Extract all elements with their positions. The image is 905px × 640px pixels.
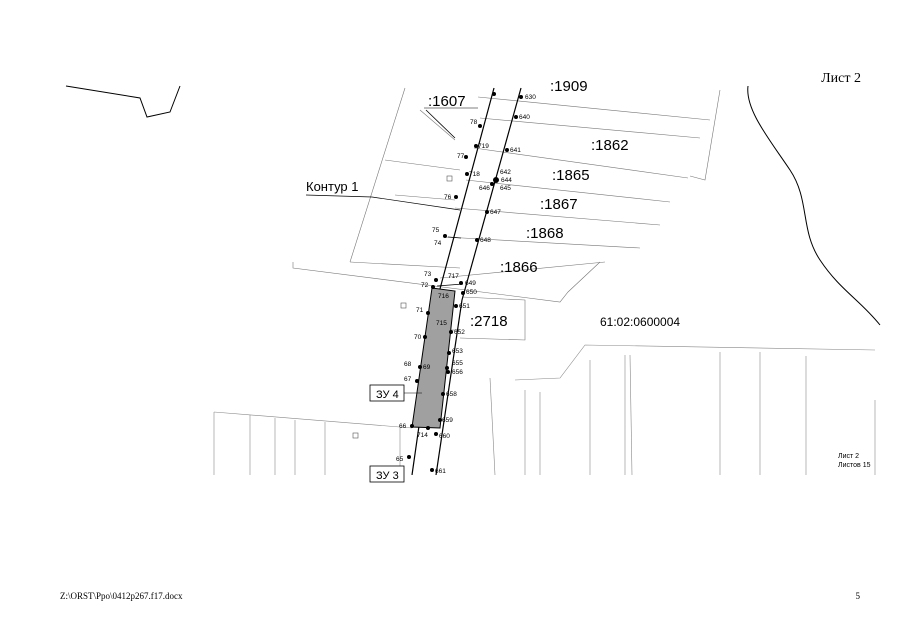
point-label: 660 — [439, 433, 450, 440]
point-label: 716 — [438, 293, 449, 300]
parcel-label: :1909 — [550, 78, 588, 95]
point-label: 651 — [459, 303, 470, 310]
point-label: 645 — [500, 185, 511, 192]
plot-label-zu4: ЗУ 4 — [376, 389, 399, 401]
footer-page-number: 5 — [855, 591, 861, 601]
point-label: 653 — [452, 348, 463, 355]
point-label: 630 — [525, 94, 536, 101]
point-label: 656 — [452, 369, 463, 376]
point-label: 71 — [416, 307, 424, 314]
point-label: 70 — [414, 334, 422, 341]
boundary-line — [65, 85, 181, 118]
parcel-label: :2718 — [470, 313, 508, 330]
point-label: 78 — [470, 119, 478, 126]
parcel-label: :1607 — [428, 93, 466, 110]
point-label: 67 — [404, 376, 412, 383]
point-label: 640 — [519, 114, 530, 121]
point-label: 715 — [436, 320, 447, 327]
point-label: 717 — [448, 273, 459, 280]
parcel-label: :1862 — [591, 137, 629, 154]
point-label: 646 — [479, 185, 490, 192]
point-label: 659 — [442, 417, 453, 424]
point-label: 655 — [452, 360, 463, 367]
quarter-label: 61:02:0600004 — [600, 315, 680, 329]
point-label: 649 — [465, 280, 476, 287]
stamp-sheet: Лист 2 — [838, 453, 859, 460]
boundary-line — [747, 85, 881, 326]
parcel-label: :1865 — [552, 167, 590, 184]
point-label: 73 — [424, 271, 432, 278]
point-label: 658 — [446, 391, 457, 398]
point-label: 75 — [432, 227, 440, 234]
point-label: 72 — [421, 282, 429, 289]
point-label: 652 — [454, 329, 465, 336]
parcel-label: :1866 — [500, 259, 538, 276]
parcel-label: :1867 — [540, 196, 578, 213]
point-label: 661 — [435, 468, 446, 475]
point-label: 714 — [417, 432, 428, 439]
point-label: 74 — [434, 240, 442, 247]
point-label: 76 — [444, 194, 452, 201]
point-label: 641 — [510, 147, 521, 154]
sheet-label: Лист 2 — [821, 71, 861, 86]
point-label: 644 — [501, 177, 512, 184]
point-label: 69 — [423, 364, 431, 371]
point-label: 68 — [404, 361, 412, 368]
point-label: 718 — [469, 171, 480, 178]
point-label: 648 — [480, 237, 491, 244]
point-label: 647 — [490, 209, 501, 216]
point-label: 719 — [478, 143, 489, 150]
point-label: 77 — [457, 153, 465, 160]
stamp-sheets-total: Листов 15 — [838, 462, 871, 469]
footer-file-path: Z:\ORST\Ppo\0412p267.f17.docx — [60, 591, 183, 601]
point-label: 66 — [399, 423, 407, 430]
point-label: 65 — [396, 456, 404, 463]
parcel-label: :1868 — [526, 225, 564, 242]
point-label: 650 — [466, 289, 477, 296]
plot-label-zu3: ЗУ 3 — [376, 470, 399, 482]
point-label: 642 — [500, 169, 511, 176]
contour-label: Контур 1 — [306, 179, 359, 194]
